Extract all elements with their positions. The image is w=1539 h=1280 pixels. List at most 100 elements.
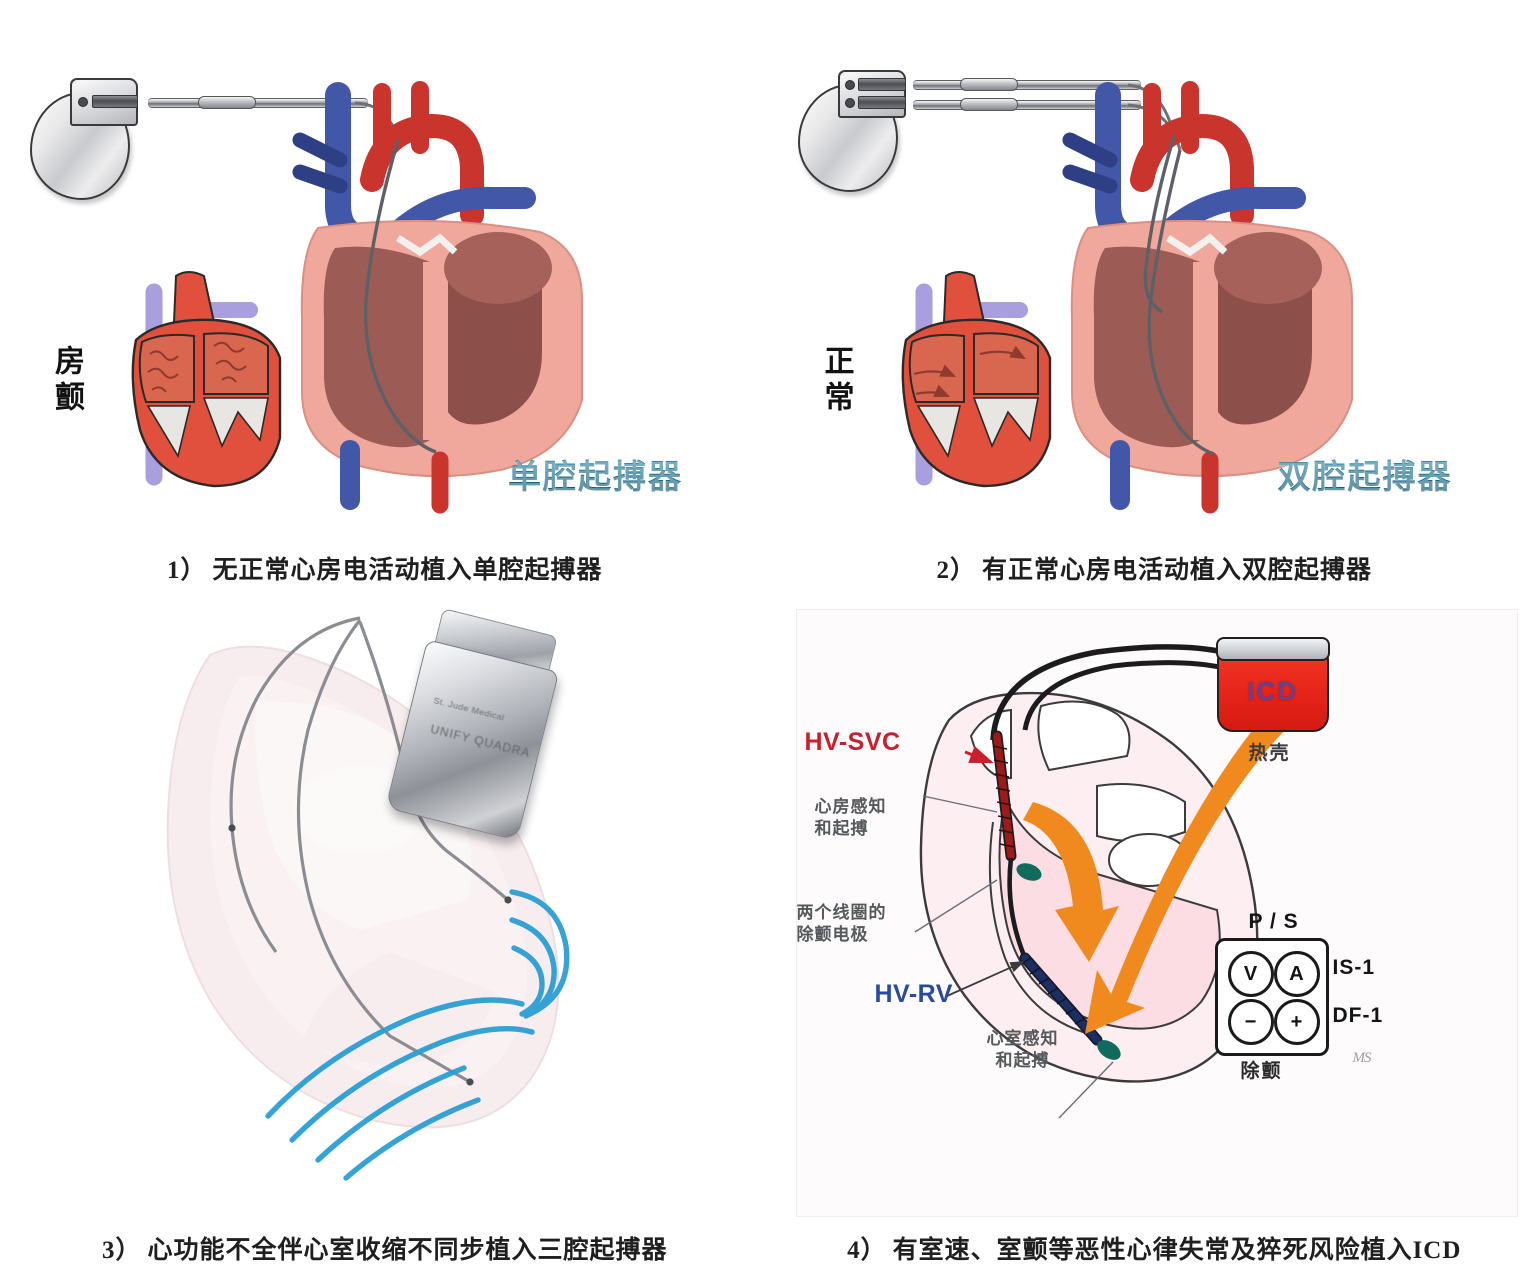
lead-body-atrial <box>912 80 1141 90</box>
rv-lead <box>296 619 471 1084</box>
mitral-valve <box>202 397 269 449</box>
lead-connector-ventricular <box>857 96 906 109</box>
panel-icd: HV-SVC HV-RV 心房感知 和起搏 两个线圈的 除颤电极 心室感知 和起… <box>770 600 1539 1280</box>
leader-coil <box>914 879 997 933</box>
caption-number-4: 4） <box>847 1237 887 1264</box>
atrial-sense-pace-label: 心房感知 和起搏 <box>814 797 887 839</box>
connector-diagram: V A − + <box>1214 938 1329 1056</box>
port-minus: − <box>1227 999 1274 1045</box>
caption-number-3: 3） <box>101 1237 142 1264</box>
condition-label-2: 正常 <box>819 345 853 417</box>
aortic-valve <box>396 233 458 257</box>
panel-4-caption: 4）有室速、室颤等恶性心律失常及猝死风险植入ICD <box>770 1230 1539 1266</box>
af-heart-icon <box>131 271 282 488</box>
device-type-label-2: 双腔起搏器 <box>1278 450 1453 498</box>
aorta-cross <box>1095 783 1186 843</box>
port-v: V <box>1227 951 1274 997</box>
mitral-valve <box>972 397 1039 449</box>
brachiocephalic-vein <box>292 132 348 168</box>
panel-4-illustration: HV-SVC HV-RV 心房感知 和起搏 两个线圈的 除颤电极 心室感知 和起… <box>770 600 1539 1222</box>
lv-electrode <box>504 896 512 904</box>
right-atrium <box>908 333 965 403</box>
hv-svc-coil <box>991 730 1016 862</box>
icd-diagram-frame: HV-SVC HV-RV 心房感知 和起搏 两个线圈的 除颤电极 心室感知 和起… <box>796 610 1517 1216</box>
ra-lead <box>229 616 361 953</box>
lead-to-rv <box>1006 857 1027 959</box>
lead-port-ventricular <box>844 98 855 108</box>
subclavian-vein <box>1062 164 1117 194</box>
aortic-valve <box>1165 233 1227 257</box>
caption-number-1: 1） <box>166 557 207 584</box>
tricuspid-valve <box>916 405 961 459</box>
left-atrium <box>972 332 1039 395</box>
subclavian-vein <box>292 164 348 194</box>
right-atrium <box>138 333 195 403</box>
normal-heart-icon <box>901 271 1051 488</box>
activation-wavefronts <box>265 889 570 1181</box>
lead-segment-atrial <box>959 78 1018 91</box>
ra-electrode <box>228 824 236 832</box>
pacemaker-header-block <box>837 70 906 118</box>
rv-border <box>988 821 1089 1035</box>
pacemaker-device-single <box>30 78 138 200</box>
lead-port-atrial <box>844 80 855 90</box>
right-heart-chamber <box>323 246 430 448</box>
atrial-electrode <box>1015 863 1042 881</box>
watermark: MS <box>1352 1050 1372 1066</box>
conduction-arrows <box>913 345 1026 398</box>
hot-shell-label: 热壳 <box>1248 743 1291 764</box>
dual-coil-lead-label: 两个线圈的 除颤电极 <box>796 903 887 945</box>
caption-number-2: 2） <box>936 557 976 584</box>
device-brand-text: St. Jude Medical <box>432 696 506 723</box>
df1-label: DF-1 <box>1332 1004 1384 1027</box>
aortic-root <box>1036 700 1130 772</box>
ventricular-electrode <box>1096 1040 1121 1060</box>
left-atrium <box>444 232 552 304</box>
hv-rv-label: HV-RV <box>874 980 953 1008</box>
lead-body-ventricular <box>912 100 1141 110</box>
aorta-stub <box>942 271 985 323</box>
panel-3-caption: 3）心功能不全伴心室收缩不同步植入三腔起搏器 <box>0 1230 770 1266</box>
panel-1-illustration: 房颤 单腔起搏器 <box>0 0 770 542</box>
fibrillation-squiggles <box>147 341 247 393</box>
is1-label: IS-1 <box>1332 956 1376 979</box>
panel-1-anatomy <box>292 81 583 514</box>
left-atrium <box>203 332 269 395</box>
panel-2-caption: 2）有正常心房电活动植入双腔起搏器 <box>770 550 1539 586</box>
lead-port <box>78 97 88 107</box>
panel-3-illustration: St. Jude Medical UNIFY QUADRA <box>0 600 770 1222</box>
icd-header-cap <box>1215 637 1330 661</box>
port-plus: + <box>1273 999 1320 1045</box>
caption-text-3: 心功能不全伴心室收缩不同步植入三腔起搏器 <box>147 1237 668 1264</box>
lead-body-1 <box>148 98 368 108</box>
icd-anatomy <box>914 644 1283 1119</box>
defibrillation-label: 除颤 <box>1240 1061 1283 1082</box>
leader-atrial <box>922 795 997 813</box>
ventricular-lead-path <box>1146 149 1215 456</box>
aorta-stub <box>172 271 216 323</box>
port-a: A <box>1273 951 1320 997</box>
leader-hvrv <box>946 961 1025 997</box>
caption-text-1: 无正常心房电活动植入单腔起搏器 <box>212 557 603 584</box>
device-model-text: UNIFY QUADRA <box>429 721 532 761</box>
connector-ps-label: P / S <box>1248 910 1299 933</box>
lead-connector <box>92 95 138 108</box>
icd-can-text: ICD <box>1247 675 1298 706</box>
crt-heart-render <box>166 616 570 1181</box>
lead-segment-ventricular <box>959 98 1018 111</box>
left-atrium <box>1213 232 1322 304</box>
lead-segment-1 <box>198 96 256 109</box>
rv-electrode <box>466 1078 474 1086</box>
pacemaker-header-block <box>70 78 138 126</box>
rv-lead-path <box>363 139 437 454</box>
lead-connector-atrial <box>857 78 906 91</box>
device-type-label-1: 单腔起搏器 <box>508 450 683 498</box>
hv-svc-label: HV-SVC <box>804 728 901 756</box>
panel-dual-chamber: 正常 双腔起搏器 2）有正常心房电活动植入双腔起搏器 <box>770 0 1539 600</box>
caption-text-2: 有正常心房电活动植入双腔起搏器 <box>982 557 1373 584</box>
aortic-arch <box>1129 113 1254 227</box>
right-heart-chamber <box>1093 246 1200 448</box>
panel-crt: St. Jude Medical UNIFY QUADRA 3）心功能不全伴心室… <box>0 600 770 1280</box>
shock-arrows <box>1022 722 1283 1034</box>
